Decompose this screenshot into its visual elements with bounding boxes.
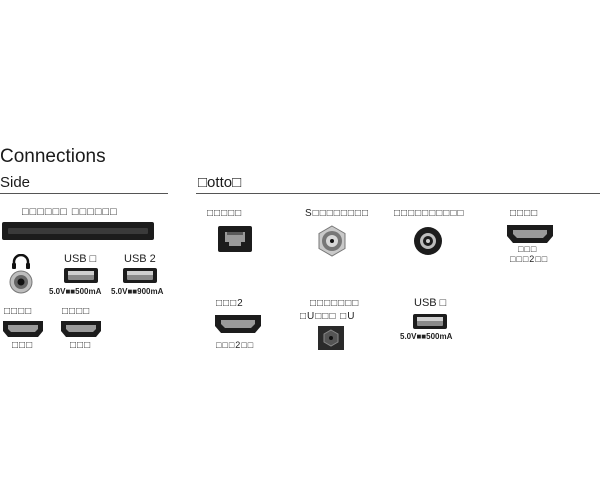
usb1-power: 5.0V■■500mA xyxy=(49,287,102,296)
antenna-connector-icon xyxy=(413,226,443,256)
bottom-hdmi-low-label: □□□2 xyxy=(216,298,244,309)
optical-label-line2: □U□□□ □U xyxy=(300,311,356,322)
satellite-label: S□□□□□□□□ xyxy=(305,208,369,219)
side-hdmi1-label: □□□□ xyxy=(4,306,33,317)
bottom-usb-label: USB □ xyxy=(414,297,447,309)
bottom-usb-power: 5.0V■■500mA xyxy=(400,332,453,341)
bottom-usb-port-icon xyxy=(413,314,447,329)
optical-label-line1: □□□□□□□ xyxy=(310,298,360,309)
usb2-label: USB 2 xyxy=(124,253,156,265)
bottom-heading: □otto□ xyxy=(198,174,242,191)
bottom-hdmi-low-port-icon xyxy=(214,314,262,334)
usb1-port-icon xyxy=(64,268,98,283)
bottom-hdmi-top-sub1: □□□ xyxy=(518,244,538,254)
bottom-hdmi-top-sub2: □□□2□□ xyxy=(510,254,549,264)
side-hdmi2-port-icon xyxy=(60,320,102,338)
antenna-label: □□□□□□□□□□ xyxy=(394,208,465,219)
usb1-label: USB □ xyxy=(64,253,97,265)
satellite-connector-icon xyxy=(316,225,348,257)
page-title: Connections xyxy=(0,146,106,167)
usb2-port-icon xyxy=(123,268,157,283)
side-divider xyxy=(0,193,168,194)
side-hdmi1-sub: □□□ xyxy=(12,340,34,351)
bottom-hdmi-top-port-icon xyxy=(506,224,554,244)
side-heading: Side xyxy=(0,174,31,191)
side-hdmi1-port-icon xyxy=(2,320,44,338)
usb2-power: 5.0V■■900mA xyxy=(111,287,164,296)
bottom-hdmi-top-label: □□□□ xyxy=(510,208,539,219)
headphones-icon xyxy=(8,254,34,270)
bottom-divider xyxy=(196,193,600,194)
bottom-hdmi-low-sub: □□□2□□ xyxy=(216,340,255,350)
side-hdmi2-sub: □□□ xyxy=(70,340,92,351)
ci-slot-icon xyxy=(2,222,154,240)
ethernet-port-icon xyxy=(218,226,252,252)
optical-port-icon xyxy=(318,326,344,350)
headphone-jack-icon xyxy=(9,270,33,294)
network-label: □□□□□ xyxy=(207,208,243,219)
side-hdmi2-label: □□□□ xyxy=(62,306,91,317)
ci-slot-label: □□□□□□ □□□□□□ xyxy=(22,206,118,218)
